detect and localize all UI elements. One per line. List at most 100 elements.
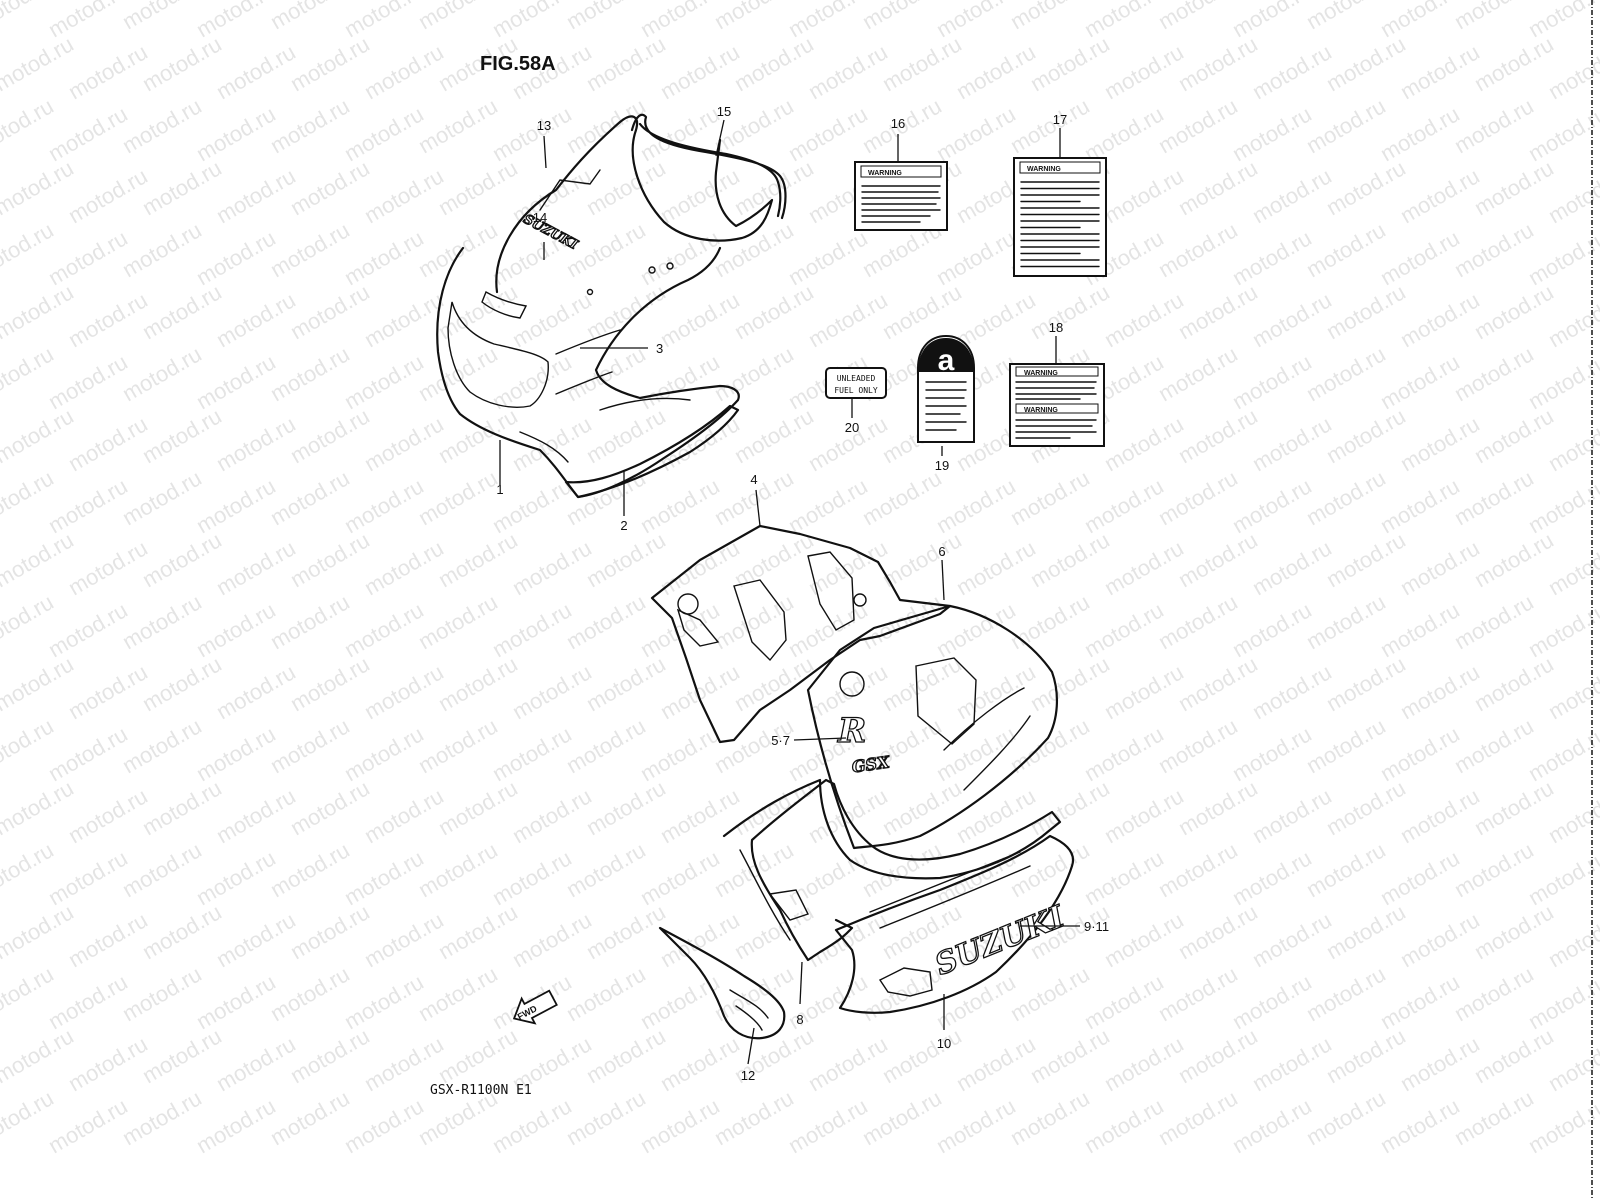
watermark-text: motod.ru xyxy=(1006,465,1094,530)
callout-18: 18 xyxy=(1049,320,1063,335)
watermark-text: motod.ru xyxy=(488,101,576,166)
watermark-text: motod.ru xyxy=(340,597,428,662)
watermark-text: motod.ru xyxy=(118,465,206,530)
watermark-text: motod.ru xyxy=(730,155,818,220)
watermark-text: motod.ru xyxy=(212,411,300,476)
watermark-text: motod.ru xyxy=(360,535,448,600)
watermark-text: motod.ru xyxy=(1450,217,1538,282)
watermark-text: motod.ru xyxy=(710,1085,798,1150)
watermark-text: motod.ru xyxy=(1248,783,1336,848)
watermark-text: motod.ru xyxy=(932,225,1020,290)
watermark-text: motod.ru xyxy=(1154,837,1242,902)
watermark-text: motod.ru xyxy=(508,659,596,724)
watermark-text: motod.ru xyxy=(1006,0,1094,34)
watermark-text: motod.ru xyxy=(636,225,724,290)
watermark-text: motod.ru xyxy=(138,899,226,964)
watermark-text: motod.ru xyxy=(44,721,132,786)
watermark-text: motod.ru xyxy=(636,721,724,786)
watermark-text: motod.ru xyxy=(1396,659,1484,724)
watermark-text: motod.ru xyxy=(212,907,300,972)
watermark-text: motod.ru xyxy=(212,163,300,228)
watermark-text: motod.ru xyxy=(212,659,300,724)
watermark-text: motod.ru xyxy=(730,651,818,716)
callout-10: 10 xyxy=(937,1036,951,1051)
watermark-text: motod.ru xyxy=(1376,225,1464,290)
fairing-bolt-hole xyxy=(586,288,594,296)
watermark-text: motod.ru xyxy=(804,287,892,352)
watermark-text: motod.ru xyxy=(434,155,522,220)
fairing-headlight-opening xyxy=(447,301,549,408)
watermark-text: motod.ru xyxy=(932,101,1020,166)
watermark-text: motod.ru xyxy=(360,411,448,476)
watermark-text: motod.ru xyxy=(784,101,872,166)
watermark-text: motod.ru xyxy=(1396,411,1484,476)
watermark-text: motod.ru xyxy=(508,535,596,600)
callout-8: 8 xyxy=(796,1012,803,1027)
leader-8 xyxy=(799,961,803,1005)
watermark-text: motod.ru xyxy=(1322,31,1410,96)
watermark-text: motod.ru xyxy=(1450,341,1538,406)
callout-2: 2 xyxy=(620,518,627,533)
watermark-text: motod.ru xyxy=(1376,845,1464,910)
watermark-text: motod.ru xyxy=(710,0,798,34)
watermark-text: motod.ru xyxy=(878,31,966,96)
watermark-text: motod.ru xyxy=(1302,589,1390,654)
watermark-text: motod.ru xyxy=(64,535,152,600)
watermark-text: motod.ru xyxy=(212,1031,300,1096)
watermark-text: motod.ru xyxy=(414,837,502,902)
label-20-line1: UNLEADED xyxy=(837,374,876,383)
watermark-text: motod.ru xyxy=(266,93,354,158)
watermark-text: motod.ru xyxy=(1322,155,1410,220)
watermark-text: motod.ru xyxy=(1396,783,1484,848)
watermark-text: motod.ru xyxy=(118,961,206,1026)
watermark-text: motod.ru xyxy=(64,411,152,476)
watermark-text: motod.ru xyxy=(1450,961,1538,1026)
watermark-text: motod.ru xyxy=(1376,597,1464,662)
watermark-text: motod.ru xyxy=(1302,465,1390,530)
middle-side-panel-part xyxy=(806,604,1059,850)
watermark-text: motod.ru xyxy=(858,1085,946,1150)
watermark-text: motod.ru xyxy=(636,101,724,166)
watermark-text: motod.ru xyxy=(1154,961,1242,1026)
watermark-text: motod.ru xyxy=(1376,969,1464,1034)
watermark-text: motod.ru xyxy=(1228,225,1316,290)
watermark-text: motod.ru xyxy=(1080,969,1168,1034)
watermark-text: motod.ru xyxy=(64,783,152,848)
watermark-text: motod.ru xyxy=(1228,349,1316,414)
watermark-text: motod.ru xyxy=(44,1093,132,1158)
watermark-text: motod.ru xyxy=(582,527,670,592)
watermark-text: motod.ru xyxy=(64,659,152,724)
watermark-text: motod.ru xyxy=(488,845,576,910)
model-code: GSX-R1100N E1 xyxy=(430,1083,532,1098)
watermark-text: motod.ru xyxy=(212,39,300,104)
watermark-text: motod.ru xyxy=(1376,101,1464,166)
watermark-text: motod.ru xyxy=(286,1023,374,1088)
watermark-text: motod.ru xyxy=(286,279,374,344)
watermark-text: motod.ru xyxy=(1322,651,1410,716)
lower-cowl-part xyxy=(834,834,1075,1014)
watermark-text: motod.ru xyxy=(562,0,650,34)
watermark-text: motod.ru xyxy=(1450,465,1538,530)
watermark-text: motod.ru xyxy=(192,597,280,662)
watermark-text: motod.ru xyxy=(360,287,448,352)
watermark-text: motod.ru xyxy=(1100,783,1188,848)
watermark-text: motod.ru xyxy=(582,899,670,964)
label-20-line2: FUEL ONLY xyxy=(834,386,878,395)
watermark-text: motod.ru xyxy=(562,1085,650,1150)
leader-13 xyxy=(543,135,547,169)
leader-4 xyxy=(755,489,761,527)
watermark-text: motod.ru xyxy=(118,217,206,282)
watermark-text: motod.ru xyxy=(1376,1093,1464,1158)
watermark-text: motod.ru xyxy=(138,1023,226,1088)
watermark-text: motod.ru xyxy=(1302,1085,1390,1150)
watermark-text: motod.ru xyxy=(932,473,1020,538)
watermark-text: motod.ru xyxy=(1302,961,1390,1026)
watermark-text: motod.ru xyxy=(1470,279,1558,344)
watermark-text: motod.ru xyxy=(1006,93,1094,158)
watermark-text: motod.ru xyxy=(636,969,724,1034)
watermark-text: motod.ru xyxy=(340,473,428,538)
watermark-text: motod.ru xyxy=(784,1093,872,1158)
watermark-text: motod.ru xyxy=(656,783,744,848)
watermark-text: motod.ru xyxy=(340,845,428,910)
warning-label-17-header xyxy=(1019,161,1101,174)
